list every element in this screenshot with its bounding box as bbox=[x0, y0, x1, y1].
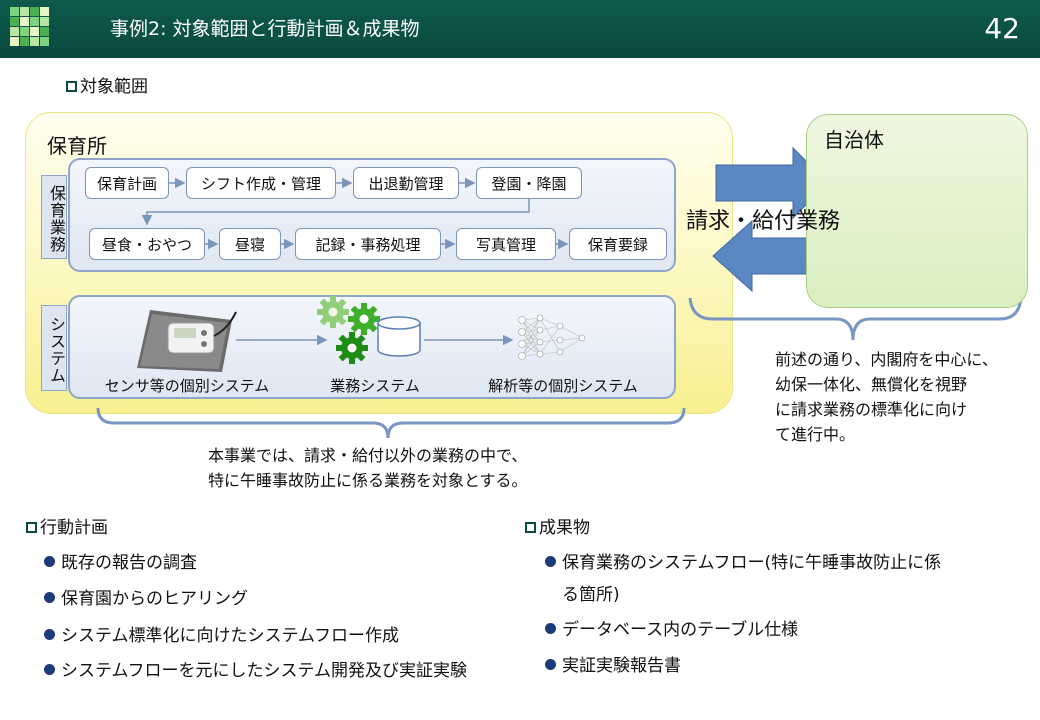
gear-icon bbox=[317, 296, 349, 328]
bullet-icon bbox=[44, 556, 55, 567]
hoikusho-label: 保育所 bbox=[47, 134, 107, 158]
bullet-icon bbox=[44, 629, 55, 640]
bullet-icon bbox=[44, 664, 55, 675]
deliverable-item: 実証実験報告書 bbox=[545, 651, 681, 676]
gear-icon bbox=[336, 332, 368, 364]
action-plan-item: システム標準化に向けたシステムフロー作成 bbox=[44, 621, 399, 646]
deliverables-heading: 成果物 bbox=[525, 513, 590, 538]
business-box-photo: 写真管理 bbox=[456, 228, 556, 260]
action-plan-item-text: システムフローを元にしたシステム開発及び実証実験 bbox=[61, 661, 467, 681]
deliverable-item: 保育業務のシステムフロー(特に午睡事故防止に係 bbox=[545, 548, 941, 573]
business-box-meal: 昼食・おやつ bbox=[89, 228, 205, 260]
action-plan-item-text: システム標準化に向けたシステムフロー作成 bbox=[61, 626, 399, 646]
action-plan-heading: 行動計画 bbox=[26, 513, 108, 538]
slide-title: 事例2: 対象範囲と行動計画＆成果物 bbox=[110, 18, 420, 40]
system-side-label: システム bbox=[41, 305, 67, 391]
square-bullet-icon bbox=[26, 522, 37, 533]
slide-header bbox=[0, 0, 1040, 58]
business-system-caption: 業務システム bbox=[330, 377, 420, 395]
note-right-line: 前述の通り、内閣府を中心に、 bbox=[775, 350, 998, 369]
note-right: 前述の通り、内閣府を中心に、 幼保一体化、無償化を視野 に請求業務の標準化に向け… bbox=[775, 347, 998, 447]
business-box-nap: 昼寝 bbox=[219, 228, 281, 260]
action-plan-item: 保育園からのヒアリング bbox=[44, 584, 248, 609]
square-bullet-icon bbox=[66, 81, 77, 92]
bullet-icon bbox=[545, 556, 556, 567]
gear-icon bbox=[348, 303, 380, 335]
deliverable-item-text: 実証実験報告書 bbox=[562, 656, 681, 676]
note-bottom-line: 本事業では、請求・給付以外の業務の中で、 bbox=[208, 446, 528, 465]
deliverable-item-continued: る箇所) bbox=[562, 585, 620, 605]
business-box-attendance: 出退勤管理 bbox=[353, 167, 459, 199]
flow-wrap-arrow bbox=[141, 199, 530, 226]
page-number: 42 bbox=[984, 12, 1020, 45]
deliverable-item-text: データベース内のテーブル仕様 bbox=[562, 620, 799, 640]
note-bottom-line: 特に午睡事故防止に係る業務を対象とする。 bbox=[208, 471, 528, 490]
action-plan-heading-label: 行動計画 bbox=[40, 518, 108, 538]
note-right-line: て進行中。 bbox=[775, 425, 856, 444]
action-plan-item: システムフローを元にしたシステム開発及び実証実験 bbox=[44, 656, 467, 681]
business-box-records: 記録・事務処理 bbox=[295, 228, 441, 260]
business-box-shift: シフト作成・管理 bbox=[186, 167, 336, 199]
jichitai-label: 自治体 bbox=[824, 128, 884, 152]
sensor-system-caption: センサ等の個別システム bbox=[104, 377, 270, 395]
analysis-system-caption: 解析等の個別システム bbox=[488, 377, 638, 395]
deliverable-item-text: 保育業務のシステムフロー(特に午睡事故防止に係 bbox=[562, 553, 942, 573]
jichitai-container bbox=[806, 114, 1028, 308]
sensor-device-icon bbox=[137, 310, 237, 372]
deliverables-heading-label: 成果物 bbox=[539, 518, 590, 538]
note-right-line: 幼保一体化、無償化を視野 bbox=[775, 375, 968, 394]
bullet-icon bbox=[545, 659, 556, 670]
note-right-line: に請求業務の標準化に向け bbox=[775, 400, 968, 419]
bottom-brace bbox=[96, 407, 686, 439]
action-plan-item-text: 既存の報告の調査 bbox=[61, 553, 197, 573]
note-bottom: 本事業では、請求・給付以外の業務の中で、 特に午睡事故防止に係る業務を対象とする… bbox=[208, 443, 528, 493]
logo-icon bbox=[10, 7, 50, 47]
square-bullet-icon bbox=[525, 522, 536, 533]
right-brace bbox=[688, 297, 1023, 341]
action-plan-item-text: 保育園からのヒアリング bbox=[61, 589, 248, 609]
business-box-planning: 保育計画 bbox=[85, 167, 169, 199]
bullet-icon bbox=[44, 592, 55, 603]
deliverable-item: データベース内のテーブル仕様 bbox=[545, 615, 798, 640]
business-box-pickup: 登園・降園 bbox=[476, 167, 582, 199]
database-icon bbox=[377, 316, 421, 357]
exchange-label: 請求・給付業務 bbox=[686, 209, 841, 234]
business-box-record-book: 保育要録 bbox=[569, 228, 667, 260]
scope-heading-label: 対象範囲 bbox=[80, 77, 148, 97]
neural-network-icon bbox=[518, 314, 586, 360]
business-side-label: 保育業務 bbox=[41, 175, 67, 259]
bullet-icon bbox=[545, 623, 556, 634]
action-plan-item: 既存の報告の調査 bbox=[44, 548, 197, 573]
scope-heading: 対象範囲 bbox=[66, 72, 148, 97]
